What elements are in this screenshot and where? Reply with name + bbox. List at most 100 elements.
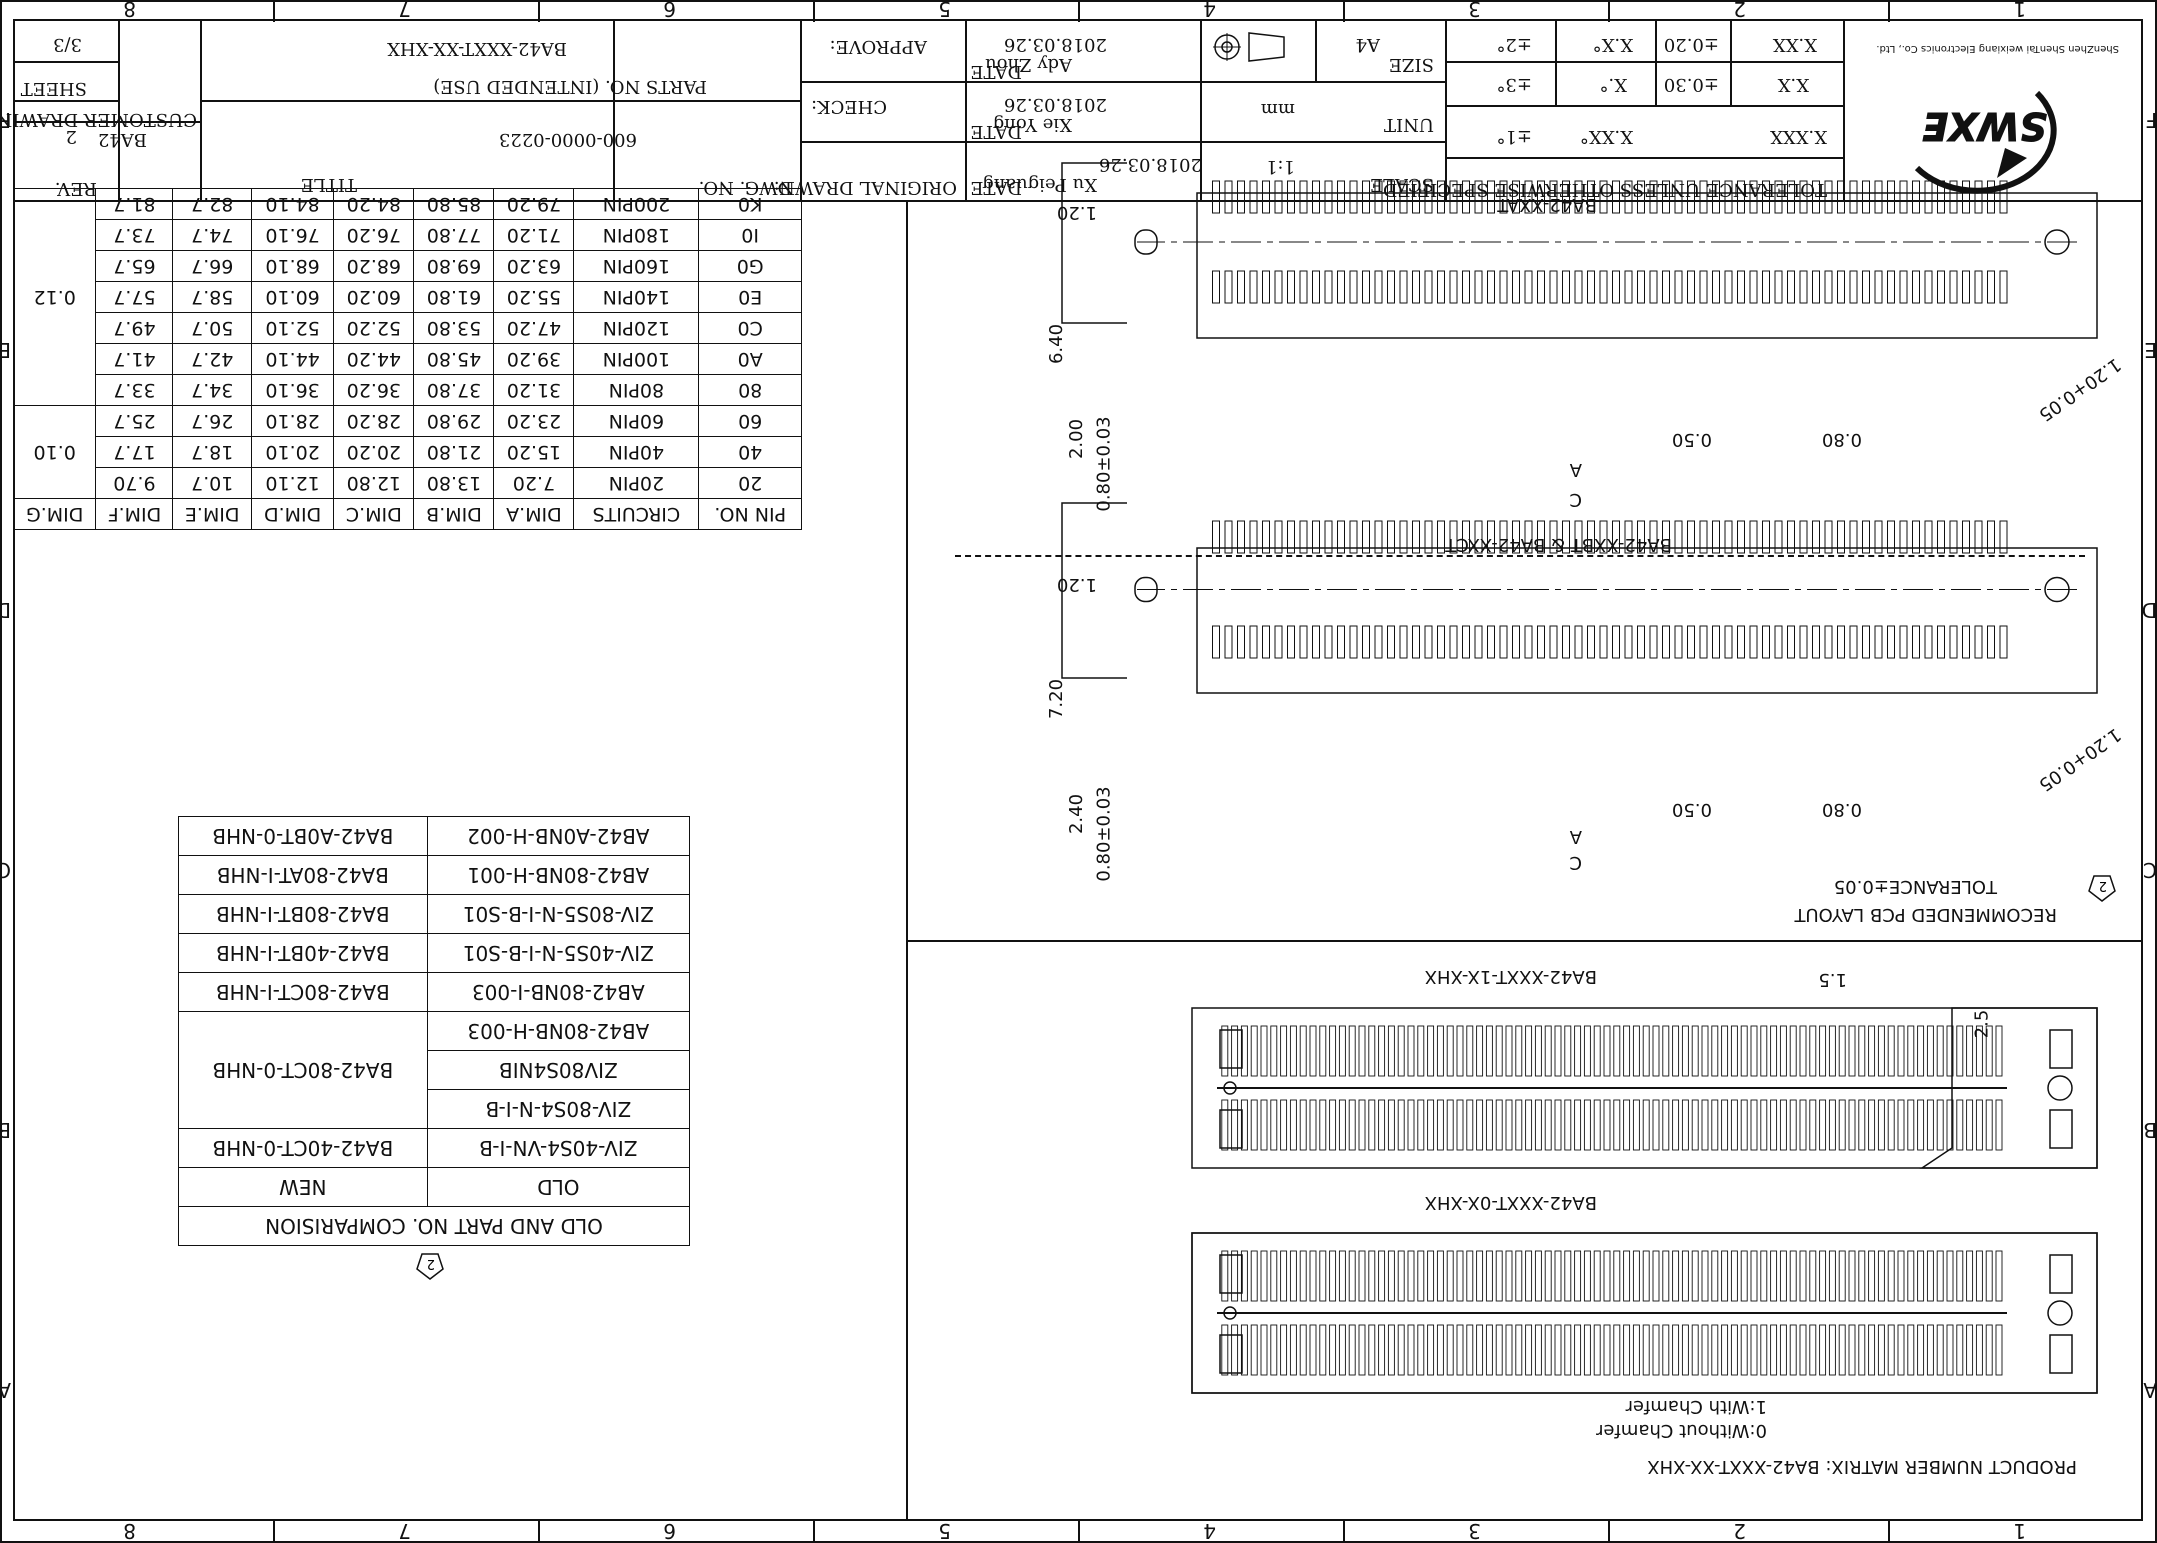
- contact-pad: [1312, 180, 1320, 214]
- contact-pad: [1662, 180, 1670, 214]
- contact-pin: [1750, 1025, 1758, 1077]
- contact-pin: [1848, 1250, 1856, 1302]
- end-latch: [1219, 1254, 1243, 1294]
- matrix-line1: PRODUCT NUMBER MATRIX: BA42-XXXT-XX-XHX: [1647, 1456, 2077, 1477]
- contact-pad: [1449, 625, 1458, 659]
- contact-pin: [1985, 1025, 1993, 1077]
- contact-pin: [1329, 1324, 1337, 1376]
- contact-pad: [1874, 180, 1883, 214]
- contact-pad: [1324, 520, 1333, 554]
- contact-pad: [1399, 180, 1408, 214]
- contact-pin: [1819, 1025, 1827, 1077]
- contact-pin: [1289, 1250, 1297, 1302]
- mounting-slot: [1134, 576, 1158, 603]
- contact-pin: [1564, 1025, 1572, 1077]
- contact-pad: [1962, 520, 1970, 554]
- contact-pad: [1674, 180, 1683, 214]
- contact-pin: [1250, 1099, 1258, 1151]
- contact-pad: [1649, 180, 1658, 214]
- contact-pin: [1975, 1324, 1983, 1376]
- contact-pin: [1554, 1324, 1562, 1376]
- contact-pin: [1672, 1324, 1680, 1376]
- contact-pad: [1537, 270, 1545, 304]
- contact-pad: [1774, 270, 1783, 304]
- contact-pad: [1499, 520, 1508, 554]
- contact-pad: [1762, 520, 1770, 554]
- contact-pad: [1312, 270, 1320, 304]
- contact-pin: [1260, 1324, 1268, 1376]
- contact-pin: [1299, 1324, 1307, 1376]
- contact-pin: [1368, 1025, 1376, 1077]
- contact-pad: [1287, 270, 1295, 304]
- contact-pin: [1936, 1099, 1944, 1151]
- contact-pin: [1750, 1099, 1758, 1151]
- contact-pad: [1837, 180, 1845, 214]
- contact-pad: [1212, 180, 1220, 214]
- contact-pin: [1456, 1250, 1464, 1302]
- contact-pin: [1740, 1250, 1748, 1302]
- polarity-mark: [1223, 1081, 1237, 1095]
- contact-pin: [1338, 1250, 1346, 1302]
- contact-pad: [1899, 520, 1908, 554]
- contact-pad: [1712, 520, 1720, 554]
- contact-pin: [1623, 1099, 1631, 1151]
- contact-pin: [1260, 1250, 1268, 1302]
- contact-pin: [1603, 1025, 1611, 1077]
- contact-pin: [1926, 1324, 1934, 1376]
- contact-pad: [1412, 180, 1420, 214]
- contact-pin: [1819, 1099, 1827, 1151]
- contact-pad: [1262, 270, 1270, 304]
- contact-pad: [1399, 625, 1408, 659]
- contact-pad: [1637, 520, 1645, 554]
- contact-pad: [1399, 270, 1408, 304]
- mounting-hole: [2044, 229, 2070, 255]
- contact-pad: [1837, 625, 1845, 659]
- contact-pin: [1838, 1025, 1846, 1077]
- contact-pin: [1231, 1250, 1239, 1302]
- contact-pad: [1899, 625, 1908, 659]
- polarity-mark: [2047, 1300, 2073, 1326]
- contact-pin: [1770, 1250, 1778, 1302]
- contact-pin: [1485, 1099, 1493, 1151]
- contact-pin: [1936, 1250, 1944, 1302]
- contact-pad: [1449, 270, 1458, 304]
- contact-pad: [1299, 270, 1308, 304]
- contact-pin: [1378, 1025, 1386, 1077]
- contact-pad: [1662, 270, 1670, 304]
- contact-pad: [1412, 625, 1420, 659]
- contact-pin: [1828, 1099, 1836, 1151]
- contact-pad: [1712, 270, 1720, 304]
- contact-pin: [1652, 1250, 1660, 1302]
- contact-pad: [1349, 520, 1358, 554]
- contact-pin: [1838, 1250, 1846, 1302]
- contact-pin: [1280, 1250, 1288, 1302]
- dim-label: 2.00: [1065, 418, 1087, 460]
- contact-pad: [1599, 270, 1608, 304]
- contact-pad: [1737, 270, 1745, 304]
- contact-pin: [1260, 1025, 1268, 1077]
- contact-pin: [1270, 1025, 1278, 1077]
- contact-pin: [1701, 1025, 1709, 1077]
- dim-label: 2.5: [1971, 1009, 1993, 1039]
- contact-pin: [1397, 1324, 1405, 1376]
- contact-pin: [1544, 1324, 1552, 1376]
- contact-pin: [1495, 1250, 1503, 1302]
- contact-pin: [1760, 1324, 1768, 1376]
- contact-pin: [1681, 1324, 1689, 1376]
- contact-pin: [1809, 1025, 1817, 1077]
- contact-pin: [1681, 1250, 1689, 1302]
- contact-pin: [1642, 1324, 1650, 1376]
- contact-pad: [1587, 180, 1595, 214]
- dim-label: C: [1569, 852, 1582, 873]
- contact-pad: [1374, 180, 1383, 214]
- contact-pin: [1740, 1025, 1748, 1077]
- contact-pad: [1787, 180, 1795, 214]
- contact-pin: [1711, 1324, 1719, 1376]
- contact-pin: [1368, 1250, 1376, 1302]
- contact-pin: [1828, 1250, 1836, 1302]
- contact-pin: [1917, 1324, 1925, 1376]
- contact-pin: [1613, 1099, 1621, 1151]
- contact-pad: [1274, 520, 1283, 554]
- contact-pad: [1249, 520, 1258, 554]
- dim-label: 0.80±0.03: [1093, 416, 1115, 512]
